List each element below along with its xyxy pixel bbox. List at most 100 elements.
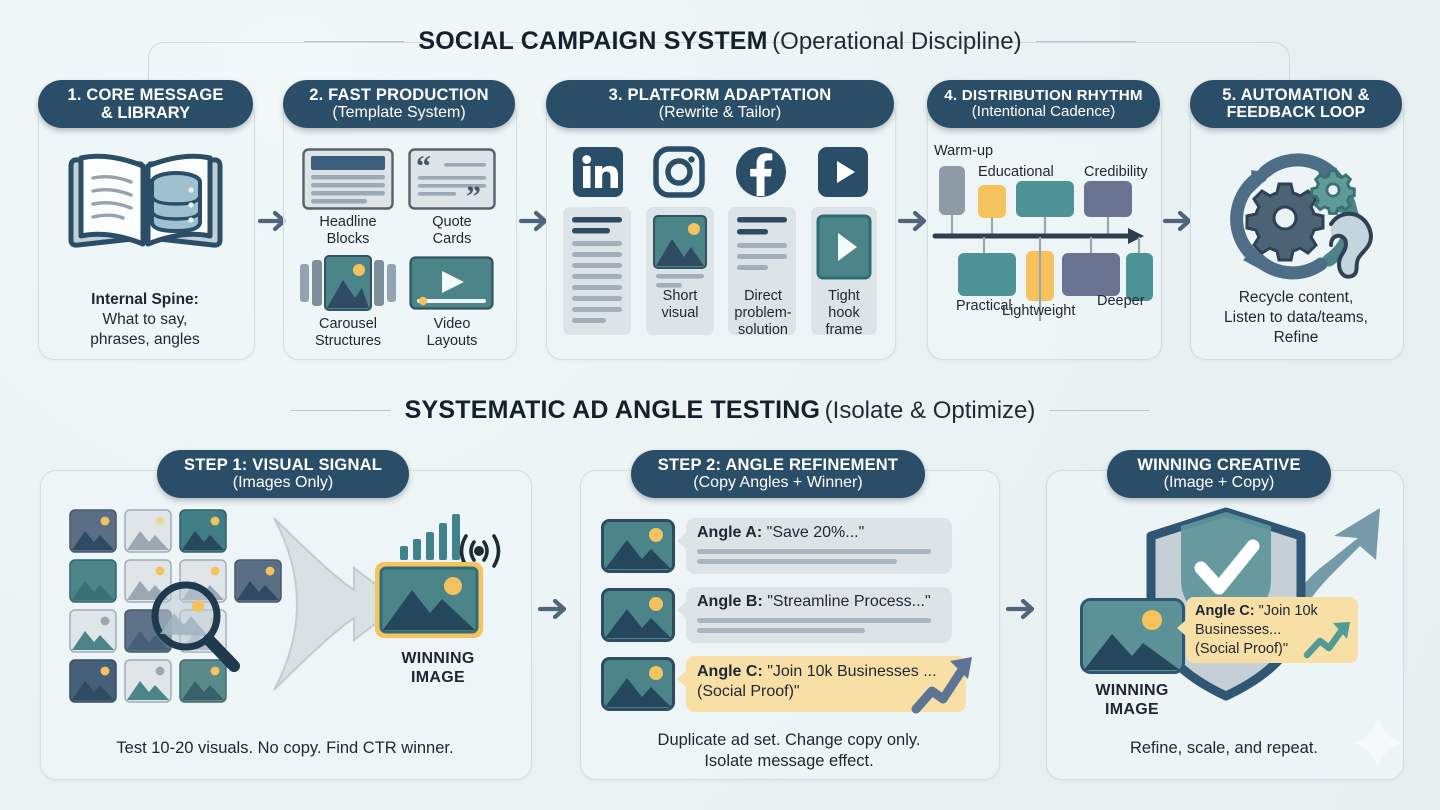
title-rule-left-2 (290, 410, 391, 411)
pill-line-2: (Template System) (332, 104, 466, 122)
placeholder-line (697, 549, 931, 554)
pill-line-2: FEEDBACK LOOP (1226, 104, 1366, 122)
headline-block-icon (302, 148, 394, 210)
cadence-timeline (932, 143, 1158, 323)
youtube-icon[interactable] (817, 146, 869, 198)
sparkle-watermark-icon (1352, 716, 1404, 770)
winner-label-line-2: IMAGE (411, 668, 465, 686)
angle-c-bubble[interactable]: Angle C: "Join 10k Businesses ... (Socia… (677, 656, 972, 714)
angle-a-text: "Save 20%..." (762, 524, 865, 541)
label-tight-hook-frame: Tight hook frame (806, 288, 882, 339)
text-card-icon (728, 207, 796, 335)
callout-line-2: Businesses... (1195, 621, 1282, 638)
pill-line-1: STEP 2: ANGLE REFINEMENT (657, 455, 899, 474)
caption-line-1: Duplicate ad set. Change copy only. (657, 731, 921, 749)
label-line-2: Blocks (326, 231, 370, 248)
pill-line-2: & LIBRARY (100, 104, 191, 122)
section-2-title: SYSTEMATIC AD ANGLE TESTING (Isolate & O… (0, 396, 1440, 425)
angle-c-thumbnail-icon (601, 657, 675, 711)
arrow-right-4 (1162, 208, 1197, 234)
svg-text:”: ” (466, 180, 481, 213)
winner-label-line-1: WINNING (1095, 682, 1169, 699)
pill-line-2: (Copy Angles + Winner) (693, 474, 863, 492)
pill-line-2: (Images Only) (232, 474, 334, 492)
callout-label: Angle C: (1195, 603, 1255, 619)
angle-a-thumbnail-icon (601, 519, 675, 573)
panel-fast-production[interactable] (283, 100, 517, 360)
caption-core-message: Internal Spine: What to say, phrases, an… (40, 290, 250, 349)
label-line-2: visual (661, 305, 699, 322)
label-line-1: Video (433, 316, 471, 332)
play-card-icon (811, 207, 877, 335)
pill-core-message-library[interactable]: 1. CORE MESSAGE & LIBRARY (38, 80, 253, 128)
pill-line-2: (Intentional Cadence) (971, 103, 1116, 121)
pill-line-1: STEP 1: VISUAL SIGNAL (184, 455, 382, 474)
label-carousel-structures: Carousel Structures (295, 316, 401, 350)
label-line-2: Cards (432, 231, 472, 248)
label-line-2: problem- (734, 305, 792, 322)
caption-step-2: Duplicate ad set. Change copy only. Isol… (584, 730, 994, 772)
angle-a-bubble[interactable]: Angle A: "Save 20%..." (677, 518, 952, 574)
text-lines-card-icon (563, 207, 631, 335)
video-layout-icon (409, 256, 494, 310)
title-rule-right-2 (1049, 410, 1150, 411)
label-line-2: hook (828, 305, 860, 322)
label-line-3: frame (825, 322, 863, 339)
arrow-right-step-2-3 (1005, 596, 1040, 622)
winning-image-label-step1: WINNING IMAGE (368, 650, 508, 687)
instagram-icon[interactable] (653, 146, 705, 198)
angle-c-label: Angle C: (697, 663, 763, 680)
label-line-2: Layouts (426, 333, 478, 350)
pill-line-2: (Rewrite & Tailor) (658, 104, 782, 122)
placeholder-line (697, 618, 931, 623)
pill-step-2-angle-refinement[interactable]: STEP 2: ANGLE REFINEMENT (Copy Angles + … (631, 450, 925, 498)
section-2-title-sub: (Isolate & Optimize) (824, 397, 1036, 424)
callout-line-1: "Join 10k (1254, 603, 1318, 619)
winning-creative-callout[interactable]: Angle C: "Join 10k Businesses... (Social… (1177, 597, 1358, 663)
caption-winning-creative: Refine, scale, and repeat. (1050, 738, 1398, 759)
callout-line-3: (Social Proof)" (1195, 640, 1288, 657)
angle-b-thumbnail-icon (601, 588, 675, 642)
winning-image-badge (368, 512, 508, 647)
label-line-1: Headline (319, 214, 377, 230)
label-line-1: Carousel (318, 316, 378, 332)
facebook-icon[interactable] (735, 146, 787, 198)
winner-label-line-1: WINNING (401, 650, 475, 667)
caption-line-2: Listen to data/teams, (1224, 308, 1368, 326)
pill-line-1: 4. DISTRIBUTION RHYTHM (944, 87, 1143, 105)
angle-c-text: "Join 10k Businesses ... (Social Proof)" (697, 663, 937, 701)
angle-b-bubble[interactable]: Angle B: "Streamline Process..." (677, 587, 952, 643)
label-short-visual: Short visual (643, 288, 717, 322)
section-1-bracket (148, 42, 1290, 91)
caption-line-1: What to say, (102, 310, 188, 328)
label-quote-cards: Quote Cards (402, 214, 502, 248)
pill-line-2: (Image + Copy) (1163, 474, 1275, 492)
caption-line-2: Isolate message effect. (704, 752, 874, 771)
pill-automation-feedback-loop[interactable]: 5. AUTOMATION & FEEDBACK LOOP (1190, 80, 1402, 128)
magnifier-icon[interactable] (146, 578, 246, 678)
caption-bold: Internal Spine: (91, 291, 199, 308)
caption-step-1: Test 10-20 visuals. No copy. Find CTR wi… (44, 738, 526, 759)
pill-line-1: 3. PLATFORM ADAPTATION (608, 85, 832, 104)
linkedin-icon[interactable] (572, 146, 624, 198)
label-line-2: Structures (314, 333, 382, 350)
placeholder-line (697, 559, 897, 564)
pill-fast-production[interactable]: 2. FAST PRODUCTION (Template System) (283, 80, 515, 128)
label-line-1: Quote (432, 214, 472, 230)
svg-text:“: “ (416, 150, 431, 183)
pill-step-1-visual-signal[interactable]: STEP 1: VISUAL SIGNAL (Images Only) (157, 450, 409, 498)
arrow-right-step-1-2 (537, 596, 572, 622)
pill-line-1: 1. CORE MESSAGE (67, 85, 224, 104)
fat-arrow-right-icon (268, 512, 408, 697)
pill-distribution-rhythm[interactable]: 4. DISTRIBUTION RHYTHM (Intentional Cade… (927, 80, 1160, 128)
pill-line-1: 5. AUTOMATION & (1222, 85, 1370, 104)
label-direct-problem-solution: Direct problem- solution (722, 288, 804, 339)
caption-line-2: phrases, angles (90, 330, 200, 348)
caption-automation: Recycle content, Listen to data/teams, R… (1192, 288, 1400, 347)
angle-b-label: Angle B: (697, 593, 763, 610)
caption-line-1: Recycle content, (1238, 289, 1354, 306)
winner-label-line-2: IMAGE (1105, 700, 1159, 718)
carousel-icon (300, 254, 396, 312)
pill-winning-creative[interactable]: WINNING CREATIVE (Image + Copy) (1107, 450, 1331, 498)
pill-platform-adaptation[interactable]: 3. PLATFORM ADAPTATION (Rewrite & Tailor… (546, 80, 894, 128)
